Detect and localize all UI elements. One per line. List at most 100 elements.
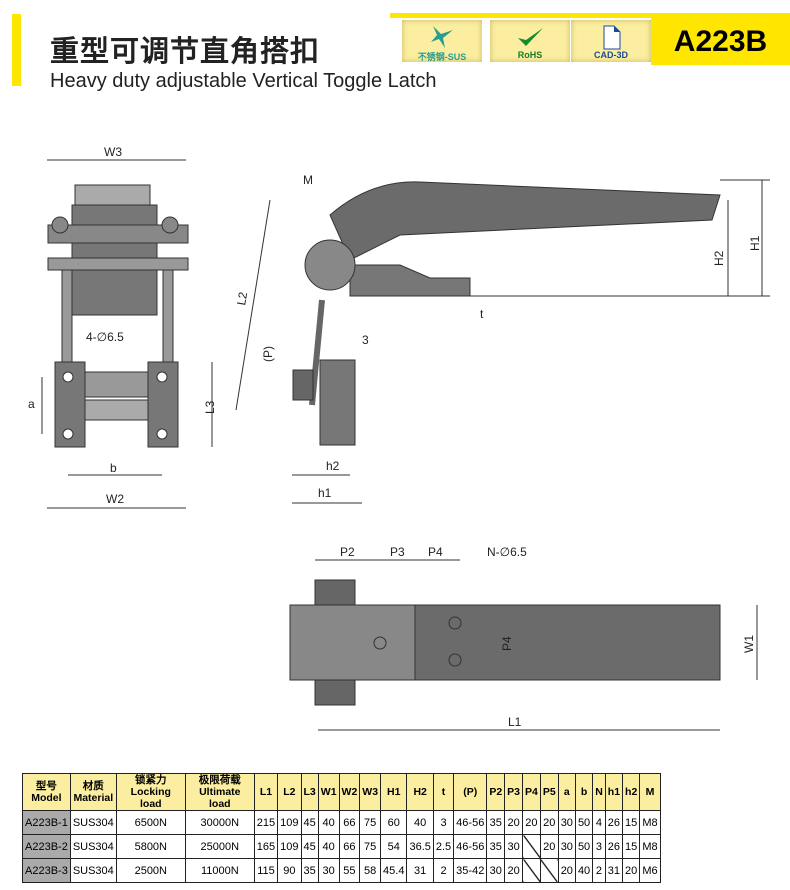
header-label: Ultimate load — [199, 786, 241, 810]
column-header: b — [574, 773, 594, 811]
column-header: (P) — [453, 773, 488, 811]
table-cell: 46-56 — [453, 810, 488, 835]
dim-b: b — [110, 461, 117, 475]
table-cell: 60 — [380, 810, 408, 835]
table-cell — [522, 834, 541, 859]
table-cell: 30 — [557, 810, 576, 835]
table-cell: 40 — [406, 810, 434, 835]
table-cell: 45 — [300, 834, 319, 859]
table-cell: SUS304 — [69, 858, 117, 883]
top-view — [289, 559, 758, 731]
column-header: W1 — [317, 773, 340, 811]
dim-3: 3 — [362, 333, 369, 347]
table-cell: 25000N — [184, 834, 255, 859]
model-code: A223B — [651, 13, 790, 65]
badge-rohs: RoHS — [490, 20, 570, 62]
column-header: W3 — [359, 773, 382, 811]
header-label: H1 — [387, 786, 401, 798]
column-header: P4 — [522, 773, 541, 811]
dim-t: t — [480, 307, 484, 321]
dim-P: (P) — [261, 346, 275, 362]
table-cell: 20 — [539, 834, 559, 859]
table-cell: 20 — [539, 810, 559, 835]
table-cell: 31 — [406, 858, 434, 883]
column-header: H1 — [380, 773, 408, 811]
table-cell: 15 — [622, 810, 641, 835]
table-cell: 30000N — [184, 810, 255, 835]
dim-H2: H2 — [712, 250, 726, 266]
table-cell: 3 — [432, 810, 455, 835]
header-label: 锁紧力 — [135, 774, 167, 786]
page-subtitle: Heavy duty adjustable Vertical Toggle La… — [50, 70, 437, 92]
header-label: b — [580, 786, 588, 798]
table-cell — [522, 858, 541, 883]
header-label: P3 — [507, 786, 520, 798]
table-cell: 2.5 — [432, 834, 455, 859]
column-header: a — [557, 773, 576, 811]
table-cell: 35-42 — [453, 858, 488, 883]
table-cell: 50 — [574, 810, 594, 835]
badge-label: 不锈钢-SUS — [417, 52, 467, 62]
table-cell: 2 — [592, 858, 606, 883]
header-label: L2 — [283, 786, 296, 798]
table-cell: 75 — [359, 834, 382, 859]
table-cell: M8 — [639, 810, 661, 835]
table-cell: 46-56 — [453, 834, 488, 859]
header-label: W2 — [341, 786, 358, 798]
dim-h2: h2 — [326, 459, 340, 473]
table-cell: 215 — [253, 810, 279, 835]
badge-label: RoHS — [517, 50, 543, 60]
badge-sus: 不锈钢-SUS — [402, 20, 482, 62]
table-cell: 35 — [486, 810, 506, 835]
header-label: 型号 — [35, 780, 57, 792]
table-cell: 165 — [253, 834, 279, 859]
header-label: 极限荷载 — [198, 774, 241, 786]
column-header: P3 — [504, 773, 523, 811]
dim-W1: W1 — [742, 635, 756, 653]
table-cell: 30 — [486, 858, 506, 883]
table-cell: 2 — [432, 858, 455, 883]
table-cell: 75 — [359, 810, 382, 835]
column-header: L1 — [253, 773, 279, 811]
dim-W2: W2 — [106, 492, 124, 506]
table-cell — [539, 858, 559, 883]
table-cell: 30 — [557, 834, 576, 859]
table-cell: 35 — [300, 858, 319, 883]
table-cell: 109 — [277, 834, 302, 859]
accent-bar — [12, 14, 21, 86]
model-cell: A223B-2 — [22, 834, 71, 859]
model-cell: A223B-1 — [22, 810, 71, 835]
table-cell: 30 — [317, 858, 340, 883]
table-cell: 109 — [277, 810, 302, 835]
header-label: h2 — [625, 786, 638, 798]
header-label: Locking load — [130, 786, 171, 810]
table-cell: 20 — [557, 858, 576, 883]
column-header: W2 — [338, 773, 361, 811]
header-label: P2 — [489, 786, 503, 798]
header-label: h1 — [607, 786, 621, 798]
page-title: 重型可调节直角搭扣 — [50, 36, 321, 68]
table-cell: 5800N — [115, 834, 186, 859]
table-cell: 36.5 — [406, 834, 434, 859]
dim-H1: H1 — [748, 235, 762, 251]
accent-line — [390, 13, 790, 18]
table-cell: 26 — [604, 834, 624, 859]
column-header: h2 — [622, 773, 641, 811]
front-view — [41, 159, 213, 509]
dim-L1: L1 — [508, 715, 522, 729]
dim-h1: h1 — [318, 486, 332, 500]
table-cell: 40 — [317, 834, 340, 859]
column-header: t — [432, 773, 455, 811]
check-icon — [518, 28, 543, 46]
header-label: N — [595, 786, 603, 798]
header-label: L1 — [259, 786, 273, 798]
column-header: N — [592, 773, 606, 811]
badge-label: CAD-3D — [593, 50, 628, 60]
table-cell: 6500N — [115, 810, 186, 835]
